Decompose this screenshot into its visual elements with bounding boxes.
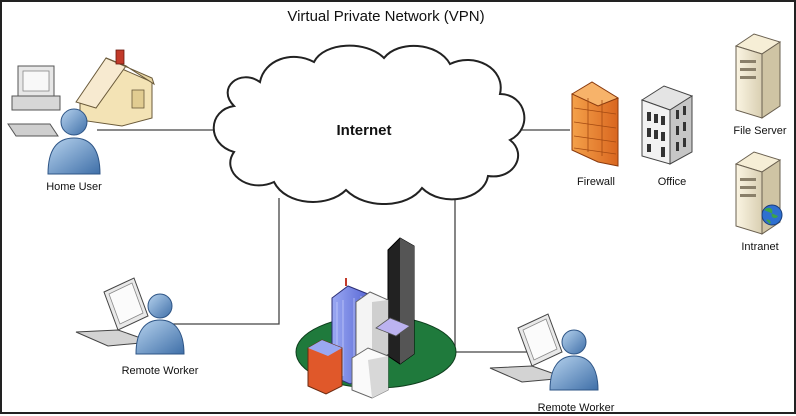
laptop-icon — [489, 313, 567, 383]
remote-worker-left-label: Remote Worker — [122, 365, 199, 377]
intranet-node: Intranet — [734, 151, 783, 253]
intranet-label: Intranet — [741, 241, 778, 253]
desktop-computer-icon — [7, 65, 61, 137]
home-user-label: Home User — [46, 181, 102, 193]
office-node: Office — [640, 85, 694, 188]
diagram-title: Virtual Private Network (VPN) — [287, 8, 484, 25]
home-user-node: Home User — [7, 49, 155, 193]
firewall-label: Firewall — [577, 176, 615, 188]
laptop-icon — [75, 277, 153, 347]
link-remote-worker-left — [170, 198, 280, 325]
globe-icon — [761, 204, 783, 226]
server-tower-icon — [734, 33, 782, 119]
person-icon — [135, 293, 185, 355]
file-server-label: File Server — [733, 125, 787, 137]
remote-worker-right-label: Remote Worker — [538, 402, 615, 414]
office-label: Office — [658, 176, 687, 188]
house-icon — [75, 49, 155, 127]
remote-worker-right-node: Remote Worker — [489, 313, 615, 414]
firewall-node: Firewall — [570, 81, 620, 188]
remote-worker-left-node: Remote Worker — [75, 277, 199, 377]
person-icon — [549, 329, 599, 391]
internet-label: Internet — [336, 122, 391, 139]
person-icon — [47, 108, 101, 175]
city-buildings-icon — [295, 237, 457, 399]
office-building-icon — [640, 85, 694, 165]
internet-cloud: Internet — [212, 44, 526, 205]
file-server-node: File Server — [733, 33, 787, 137]
brick-wall-icon — [570, 81, 620, 167]
